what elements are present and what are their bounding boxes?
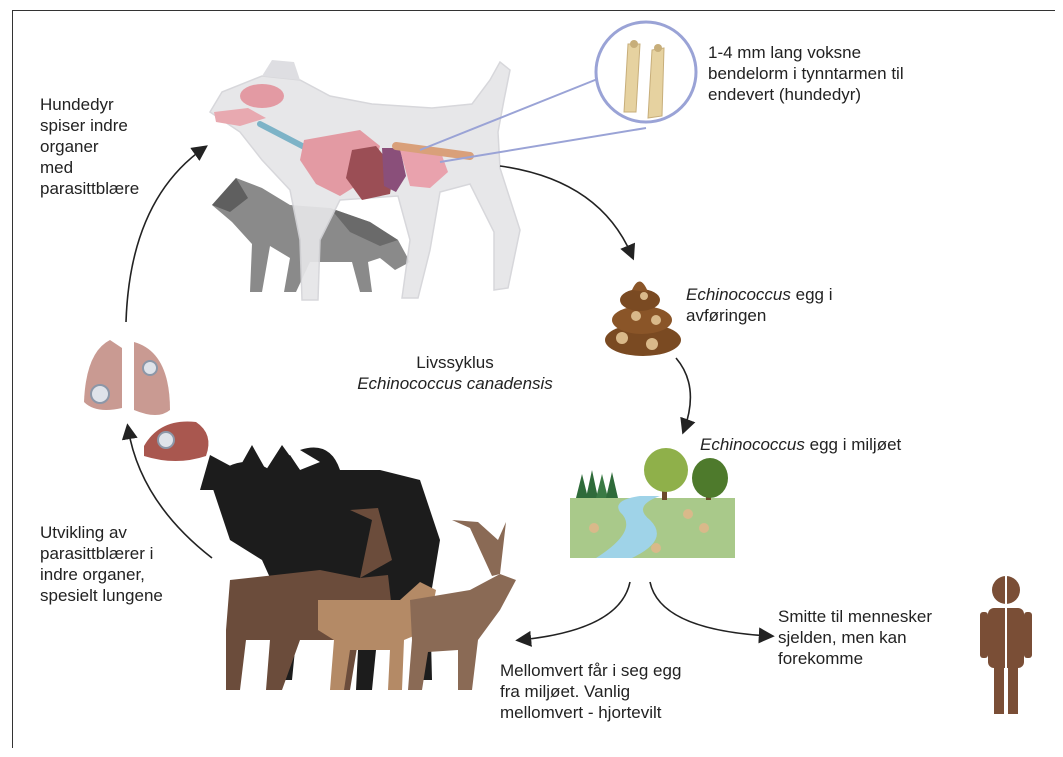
diagram-title: Livssyklus Echinococcus canadensis: [340, 352, 570, 394]
cysts-line-4: spesielt lungene: [40, 585, 163, 606]
intermediate-line-1: Mellomvert får i seg egg: [500, 660, 681, 681]
feces-label: Echinococcus egg i avføringen: [686, 284, 832, 326]
cysts-line-3: indre organer,: [40, 564, 163, 585]
deer-group-illustration: [200, 445, 516, 690]
human-line-1: Smitte til mennesker: [778, 606, 932, 627]
cycle-arrows: [126, 148, 770, 640]
human-icon: [980, 576, 1032, 714]
human-infection-label: Smitte til mennesker sjelden, men kan fo…: [778, 606, 932, 669]
dogs-line-5: parasittblære: [40, 178, 139, 199]
dogs-line-4: med: [40, 157, 139, 178]
dogs-eat-organs-label: Hundedyr spiser indre organer med parasi…: [40, 94, 139, 199]
intermediate-line-3: mellomvert - hjortevilt: [500, 702, 681, 723]
feces-line-2: avføringen: [686, 305, 832, 326]
feces-icon: [605, 281, 681, 356]
human-line-2: sjelden, men kan: [778, 627, 932, 648]
adult-worm-label: 1-4 mm lang voksne bendelorm i tynntarme…: [708, 42, 904, 105]
intermediate-line-2: fra miljøet. Vanlig: [500, 681, 681, 702]
dogs-line-1: Hundedyr: [40, 94, 139, 115]
title-line-2: Echinococcus canadensis: [340, 373, 570, 394]
dogs-line-3: organer: [40, 136, 139, 157]
human-line-3: forekomme: [778, 648, 932, 669]
cysts-line-1: Utvikling av: [40, 522, 163, 543]
cyst-development-label: Utvikling av parasittblærer i indre orga…: [40, 522, 163, 606]
cysts-line-2: parasittblærer i: [40, 543, 163, 564]
title-line-1: Livssyklus: [340, 352, 570, 373]
environment-icon: [570, 448, 735, 558]
dogs-line-2: spiser indre: [40, 115, 139, 136]
intermediate-host-label: Mellomvert får i seg egg fra miljøet. Va…: [500, 660, 681, 723]
lungs-icon: [84, 340, 170, 415]
environment-label: Echinococcus egg i miljøet: [700, 434, 901, 455]
adult-line-3: endevert (hundedyr): [708, 84, 904, 105]
liver-icon: [144, 422, 208, 462]
adult-line-2: bendelorm i tynntarmen til: [708, 63, 904, 84]
feces-line-1: Echinococcus egg i: [686, 284, 832, 305]
adult-line-1: 1-4 mm lang voksne: [708, 42, 904, 63]
